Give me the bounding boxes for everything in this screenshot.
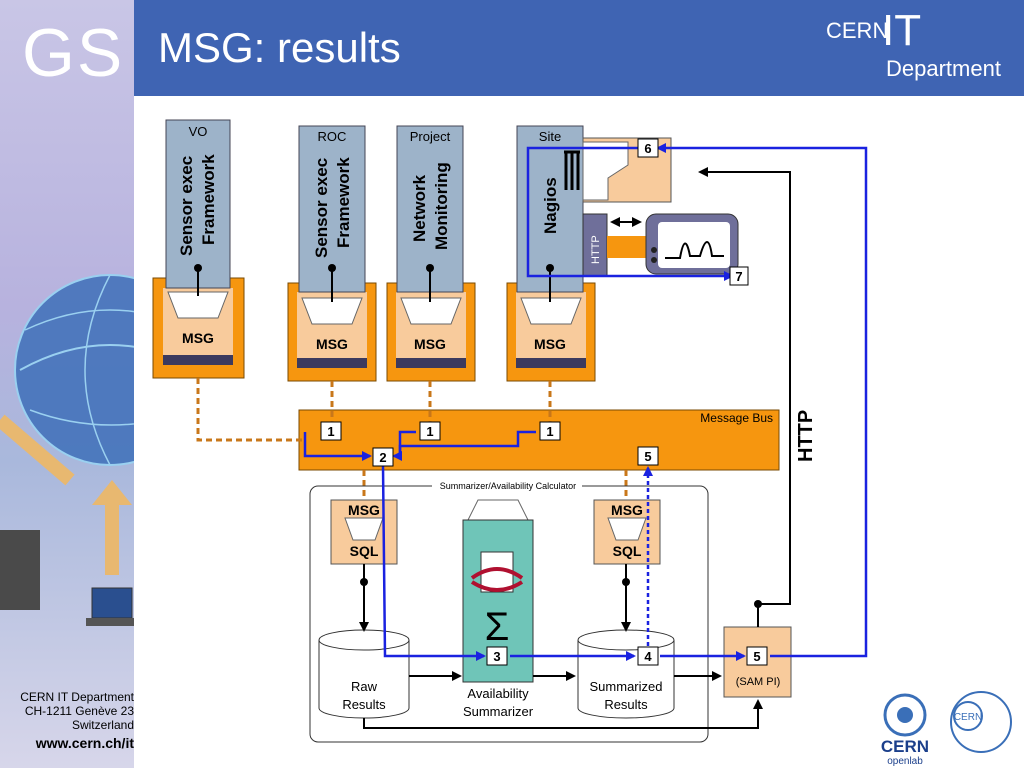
step-1b-label: 1: [426, 424, 433, 439]
roc-sensor-line2: Framework: [334, 157, 353, 248]
step-5-bus-label: 5: [644, 449, 651, 464]
project-msg-label: MSG: [414, 336, 446, 352]
project-label: Project: [410, 129, 451, 144]
blue-flow-arrows: [303, 143, 868, 661]
sigma-icon: Σ: [485, 605, 510, 649]
network-line2: Monitoring: [432, 162, 451, 250]
nagios-label: Nagios: [541, 177, 560, 234]
availability-summarizer: Σ Availability Summarizer: [462, 499, 534, 719]
step-2-label: 2: [379, 450, 386, 465]
roc-msg-label: MSG: [316, 336, 348, 352]
roc-sensor-line1: Sensor exec: [312, 158, 331, 258]
step-1-label: 1: [327, 424, 334, 439]
vo-sensor-line1: Sensor exec: [177, 156, 196, 256]
site-msg-label: MSG: [534, 336, 566, 352]
vo-sensor-line2: Framework: [199, 154, 218, 245]
left-sql-label: SQL: [350, 543, 379, 559]
website-link[interactable]: www.cern.ch/it: [35, 735, 134, 751]
department-text: Department: [886, 56, 1001, 81]
step-4-label: 4: [644, 649, 652, 664]
summarized-line1: Summarized: [590, 679, 663, 694]
message-bus-label: Message Bus: [700, 411, 773, 425]
summarizer-container: Summarizer/Availability Calculator: [309, 480, 709, 743]
vo-msg-label: MSG: [182, 330, 214, 346]
step-1c-label: 1: [546, 424, 553, 439]
vo-sensor-group: VO Sensor exec Framework MSG: [152, 119, 245, 379]
http-small-label: HTTP: [590, 235, 602, 264]
cern-openlab-text: CERN: [881, 737, 929, 756]
right-sql-label: SQL: [613, 543, 642, 559]
openlab-text: openlab: [887, 756, 923, 767]
header-banner: [134, 0, 1024, 96]
step-7-label: 7: [735, 269, 742, 284]
network-line1: Network: [410, 174, 429, 242]
cern-text: CERN: [826, 18, 889, 43]
msg-sql-right: MSG SQL: [593, 499, 661, 565]
black-connectors: [359, 167, 791, 729]
sam-pi-label: (SAM PI): [736, 676, 781, 688]
raw-results-db: Raw Results: [318, 629, 410, 719]
msg-sql-left: MSG SQL: [330, 499, 398, 565]
summarized-line2: Results: [604, 697, 648, 712]
globe-illustration: [0, 274, 134, 626]
page-title: MSG: results: [158, 24, 401, 71]
raw-results-line2: Results: [342, 697, 386, 712]
step-labels: 1 1 1 2 3 4 5 5 6 7: [320, 138, 768, 666]
cern-seal-logo: CERN: [950, 691, 1012, 753]
cern-seal-text: CERN: [954, 712, 982, 723]
it-text: IT: [882, 6, 922, 55]
feed-lines: [196, 378, 628, 500]
step-5-label: 5: [753, 649, 760, 664]
summarized-results-db: Summarized Results: [577, 629, 675, 719]
summarizer-label: Summarizer/Availability Calculator: [440, 481, 576, 491]
raw-results-line1: Raw: [351, 679, 378, 694]
address-block: CERN IT Department CH-1211 Genève 23 Swi…: [0, 690, 134, 750]
left-msg-label: MSG: [348, 502, 380, 518]
site-nagios-group: Site Nagios MSG HTTP: [506, 125, 739, 382]
address-line-3: Switzerland: [71, 718, 134, 732]
availability-line2: Summarizer: [463, 704, 534, 719]
right-msg-label: MSG: [611, 502, 643, 518]
sidebar-panel: GS: [0, 0, 134, 768]
project-network-group: Project Network Monitoring MSG: [386, 125, 476, 382]
site-label: Site: [539, 129, 561, 144]
cern-openlab-logo: CERN openlab: [881, 693, 929, 767]
gs-logo: GS: [22, 15, 125, 91]
vo-label: VO: [189, 124, 208, 139]
step-6-label: 6: [644, 141, 651, 156]
http-vertical-label: HTTP: [795, 410, 817, 462]
roc-label: ROC: [318, 129, 347, 144]
step-3-label: 3: [493, 649, 500, 664]
address-line-1: CERN IT Department: [20, 690, 134, 704]
availability-line1: Availability: [467, 686, 529, 701]
address-line-2: CH-1211 Genève 23: [24, 704, 134, 718]
message-bus: Message Bus: [298, 409, 780, 471]
roc-sensor-group: ROC Sensor exec Framework MSG: [287, 125, 377, 382]
